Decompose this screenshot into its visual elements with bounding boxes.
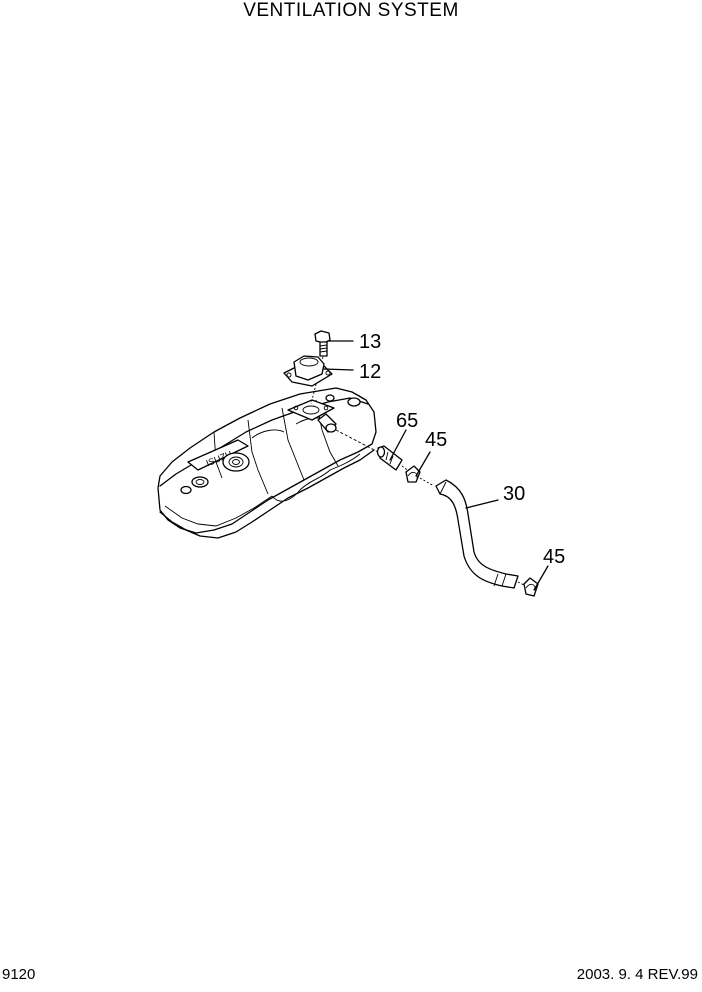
callout-45-upper: 45 xyxy=(425,429,447,451)
page-number: 9120 xyxy=(2,966,36,983)
hose-assembly xyxy=(335,429,539,597)
callout-13: 13 xyxy=(359,331,381,353)
valve-cover: ISUZU xyxy=(157,387,377,539)
revision-date: 2003. 9. 4 REV.99 xyxy=(576,966,698,983)
callout-45-lower: 45 xyxy=(543,546,565,568)
leader-lines xyxy=(323,340,549,591)
callout-65: 65 xyxy=(396,410,418,432)
page-title: VENTILATION SYSTEM xyxy=(243,0,459,21)
callout-12: 12 xyxy=(359,361,381,383)
breather-cover-12 xyxy=(283,355,333,387)
callout-30: 30 xyxy=(503,483,525,505)
